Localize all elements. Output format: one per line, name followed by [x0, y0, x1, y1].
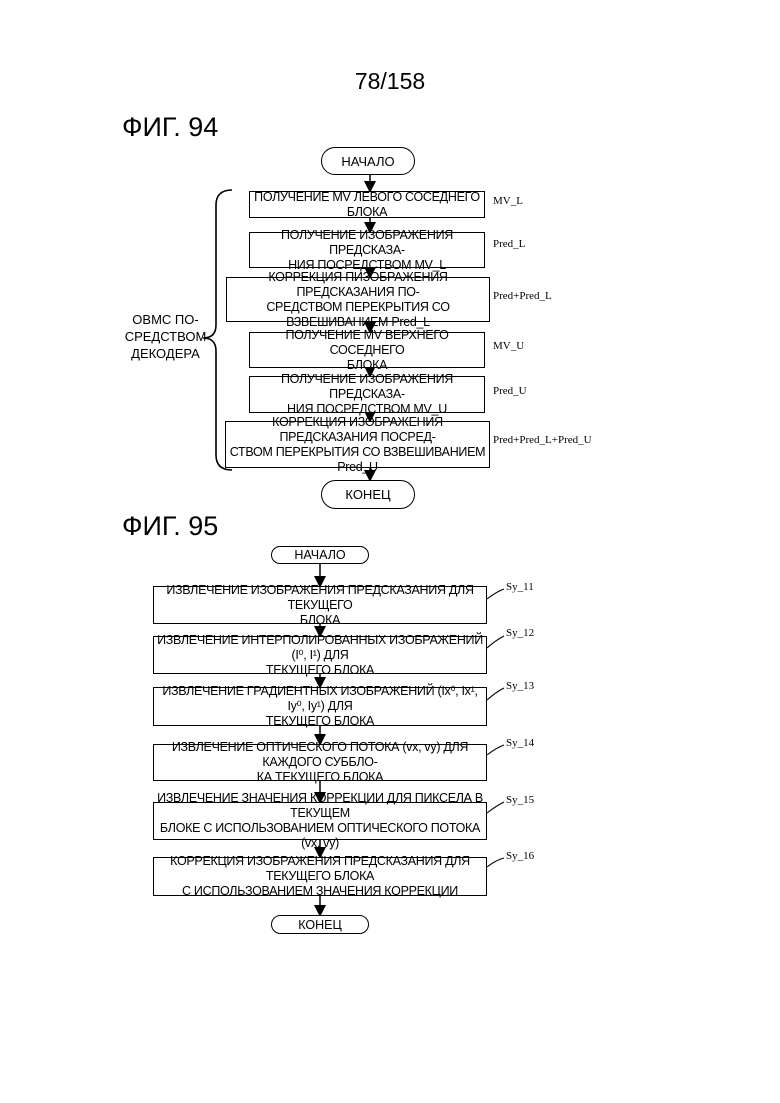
fig94-ref-4: MV_U	[493, 340, 524, 352]
fig95-ref-5: Sy_15	[506, 794, 534, 806]
fig94-step-5: ПОЛУЧЕНИЕ ИЗОБРАЖЕНИЯ ПРЕДСКАЗА- НИЯ ПОС…	[249, 376, 485, 413]
fig94-start-label: НАЧАЛО	[341, 154, 394, 169]
fig95-step-2: ИЗВЛЕЧЕНИЕ ИНТЕРПОЛИРОВАННЫХ ИЗОБРАЖЕНИЙ…	[153, 636, 487, 674]
fig95-leaders	[487, 589, 504, 867]
fig94-end-label: КОНЕЦ	[345, 487, 390, 502]
fig94-side-label: OBMC ПО- СРЕДСТВОМ ДЕКОДЕРА	[118, 311, 213, 362]
fig94-ref-6: Pred+Pred_L+Pred_U	[493, 434, 592, 446]
fig94-ref-5: Pred_U	[493, 385, 527, 397]
fig94-step-1: ПОЛУЧЕНИЕ MV ЛЕВОГО СОСЕДНЕГО БЛОКА	[249, 191, 485, 218]
fig95-end: КОНЕЦ	[271, 915, 369, 934]
fig95-step-1: ИЗВЛЕЧЕНИЕ ИЗОБРАЖЕНИЯ ПРЕДСКАЗАНИЯ ДЛЯ …	[153, 586, 487, 624]
fig95-start: НАЧАЛО	[271, 546, 369, 564]
fig95-title: ФИГ. 95	[122, 511, 218, 542]
fig95-step-3: ИЗВЛЕЧЕНИЕ ГРАДИЕНТНЫХ ИЗОБРАЖЕНИЙ (Ix⁰,…	[153, 687, 487, 726]
fig95-start-label: НАЧАЛО	[294, 548, 345, 562]
fig95-end-label: КОНЕЦ	[298, 918, 341, 932]
fig94-end: КОНЕЦ	[321, 480, 415, 509]
fig94-ref-3: Pred+Pred_L	[493, 290, 552, 302]
fig94-step-2: ПОЛУЧЕНИЕ ИЗОБРАЖЕНИЯ ПРЕДСКАЗА- НИЯ ПОС…	[249, 232, 485, 268]
fig94-step-4: ПОЛУЧЕНИЕ MV ВЕРХНЕГО СОСЕДНЕГО БЛОКА	[249, 332, 485, 368]
fig95-ref-6: Sy_16	[506, 850, 534, 862]
fig95-step-5: ИЗВЛЕЧЕНИЕ ЗНАЧЕНИЯ КОРРЕКЦИИ ДЛЯ ПИКСЕЛ…	[153, 802, 487, 840]
fig94-ref-1: MV_L	[493, 195, 523, 207]
fig94-step-6: КОРРЕКЦИЯ ИЗОБРАЖЕНИЯ ПРЕДСКАЗАНИЯ ПОСРЕ…	[225, 421, 490, 468]
fig95-ref-1: Sy_11	[506, 581, 534, 593]
fig95-step-4: ИЗВЛЕЧЕНИЕ ОПТИЧЕСКОГО ПОТОКА (vx, vy) Д…	[153, 744, 487, 781]
fig95-step-6: КОРРЕКЦИЯ ИЗОБРАЖЕНИЯ ПРЕДСКАЗАНИЯ ДЛЯ Т…	[153, 857, 487, 896]
fig95-ref-2: Sy_12	[506, 627, 534, 639]
fig94-ref-2: Pred_L	[493, 238, 525, 250]
fig95-ref-4: Sy_14	[506, 737, 534, 749]
fig94-title: ФИГ. 94	[122, 112, 218, 143]
fig95-ref-3: Sy_13	[506, 680, 534, 692]
fig94-step-3: КОРРЕКЦИЯ ПИЗОБРАЖЕНИЯ ПРЕДСКАЗАНИЯ ПО- …	[226, 277, 490, 322]
fig94-start: НАЧАЛО	[321, 147, 415, 175]
